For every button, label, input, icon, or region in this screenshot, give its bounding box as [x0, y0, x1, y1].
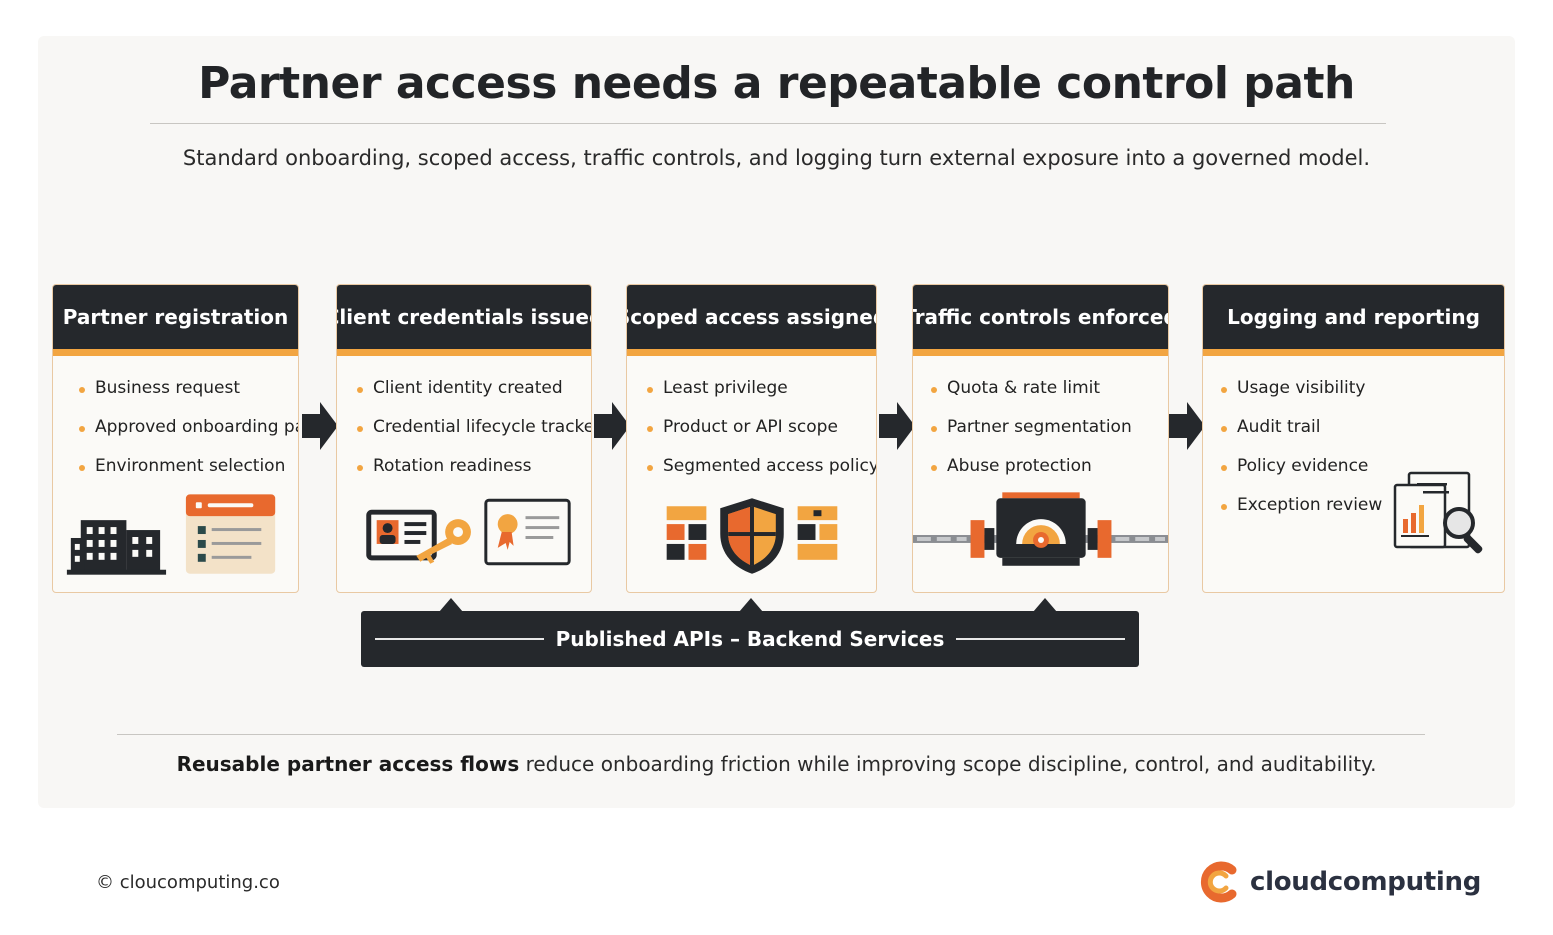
- cloudcomputing-logo-icon: [1200, 861, 1237, 903]
- summary-note-rest: reduce onboarding friction while improvi…: [519, 752, 1377, 776]
- step-card-logging-reporting: Logging and reporting Usage visibility A…: [1202, 284, 1505, 593]
- step-title: Traffic controls enforced: [913, 285, 1168, 349]
- step-item: Usage visibility: [1221, 378, 1504, 417]
- step-item: Quota & rate limit: [931, 378, 1168, 417]
- step-item: Segmented access policy: [647, 456, 876, 495]
- shield-blocks-icon: [666, 498, 838, 574]
- step-item: Policy evidence: [1221, 456, 1504, 495]
- step-item: Least privilege: [647, 378, 876, 417]
- step-card-scoped-access: Scoped access assigned Least privilege P…: [626, 284, 877, 593]
- step-item: Exception review: [1221, 495, 1504, 534]
- id-key-certificate-icon: [366, 498, 571, 566]
- step-accent-stripe: [1203, 349, 1504, 356]
- bus-connector: [739, 598, 763, 612]
- bus-connector: [439, 598, 463, 612]
- summary-note-bold: Reusable partner access flows: [176, 752, 520, 776]
- step-item: Credential lifecycle tracked: [357, 417, 591, 456]
- step-accent-stripe: [53, 349, 298, 356]
- step-item: Audit trail: [1221, 417, 1504, 456]
- brand-logo[interactable]: cloudcomputing: [1198, 860, 1481, 904]
- bus-connector: [1033, 598, 1057, 612]
- step-title: Partner registration: [53, 285, 298, 349]
- published-apis-bus: Published APIs – Backend Services: [361, 611, 1139, 667]
- step-item: Partner segmentation: [931, 417, 1168, 456]
- step-item: Product or API scope: [647, 417, 876, 456]
- step-item: Environment selection: [79, 456, 298, 495]
- step-item: Rotation readiness: [357, 456, 591, 495]
- page-subtitle: Standard onboarding, scoped access, traf…: [182, 146, 1371, 170]
- brand-name: cloudcomputing: [1250, 867, 1482, 897]
- flow-arrow-icon: [594, 402, 630, 450]
- flow-arrow-icon: [1169, 402, 1205, 450]
- summary-note: Reusable partner access flows reduce onb…: [0, 752, 1553, 776]
- report-magnifier-icon: [1393, 471, 1483, 554]
- step-item: Approved onboarding path: [79, 417, 298, 456]
- footer-divider: [117, 734, 1425, 735]
- page-title: Partner access needs a repeatable contro…: [198, 58, 1355, 109]
- building-form-icon: [66, 494, 276, 575]
- flow-arrow-icon: [879, 402, 915, 450]
- bus-label: Published APIs – Backend Services: [543, 627, 957, 651]
- step-card-partner-registration: Partner registration Business request Ap…: [52, 284, 299, 593]
- step-accent-stripe: [337, 349, 591, 356]
- step-card-client-credentials: Client credentials issued Client identit…: [336, 284, 592, 593]
- step-card-traffic-controls: Traffic controls enforced Quota & rate l…: [912, 284, 1169, 593]
- step-accent-stripe: [627, 349, 876, 356]
- step-title: Logging and reporting: [1203, 285, 1504, 349]
- title-divider: [150, 123, 1386, 124]
- gateway-gauge-icon: [913, 492, 1168, 566]
- copyright-text: © cloucomputing.co: [96, 872, 280, 893]
- step-item: Client identity created: [357, 378, 591, 417]
- step-title: Scoped access assigned: [627, 285, 876, 349]
- step-accent-stripe: [913, 349, 1168, 356]
- step-item: Abuse protection: [931, 456, 1168, 495]
- flow-arrow-icon: [302, 402, 338, 450]
- step-item: Business request: [79, 378, 298, 417]
- step-title: Client credentials issued: [337, 285, 591, 349]
